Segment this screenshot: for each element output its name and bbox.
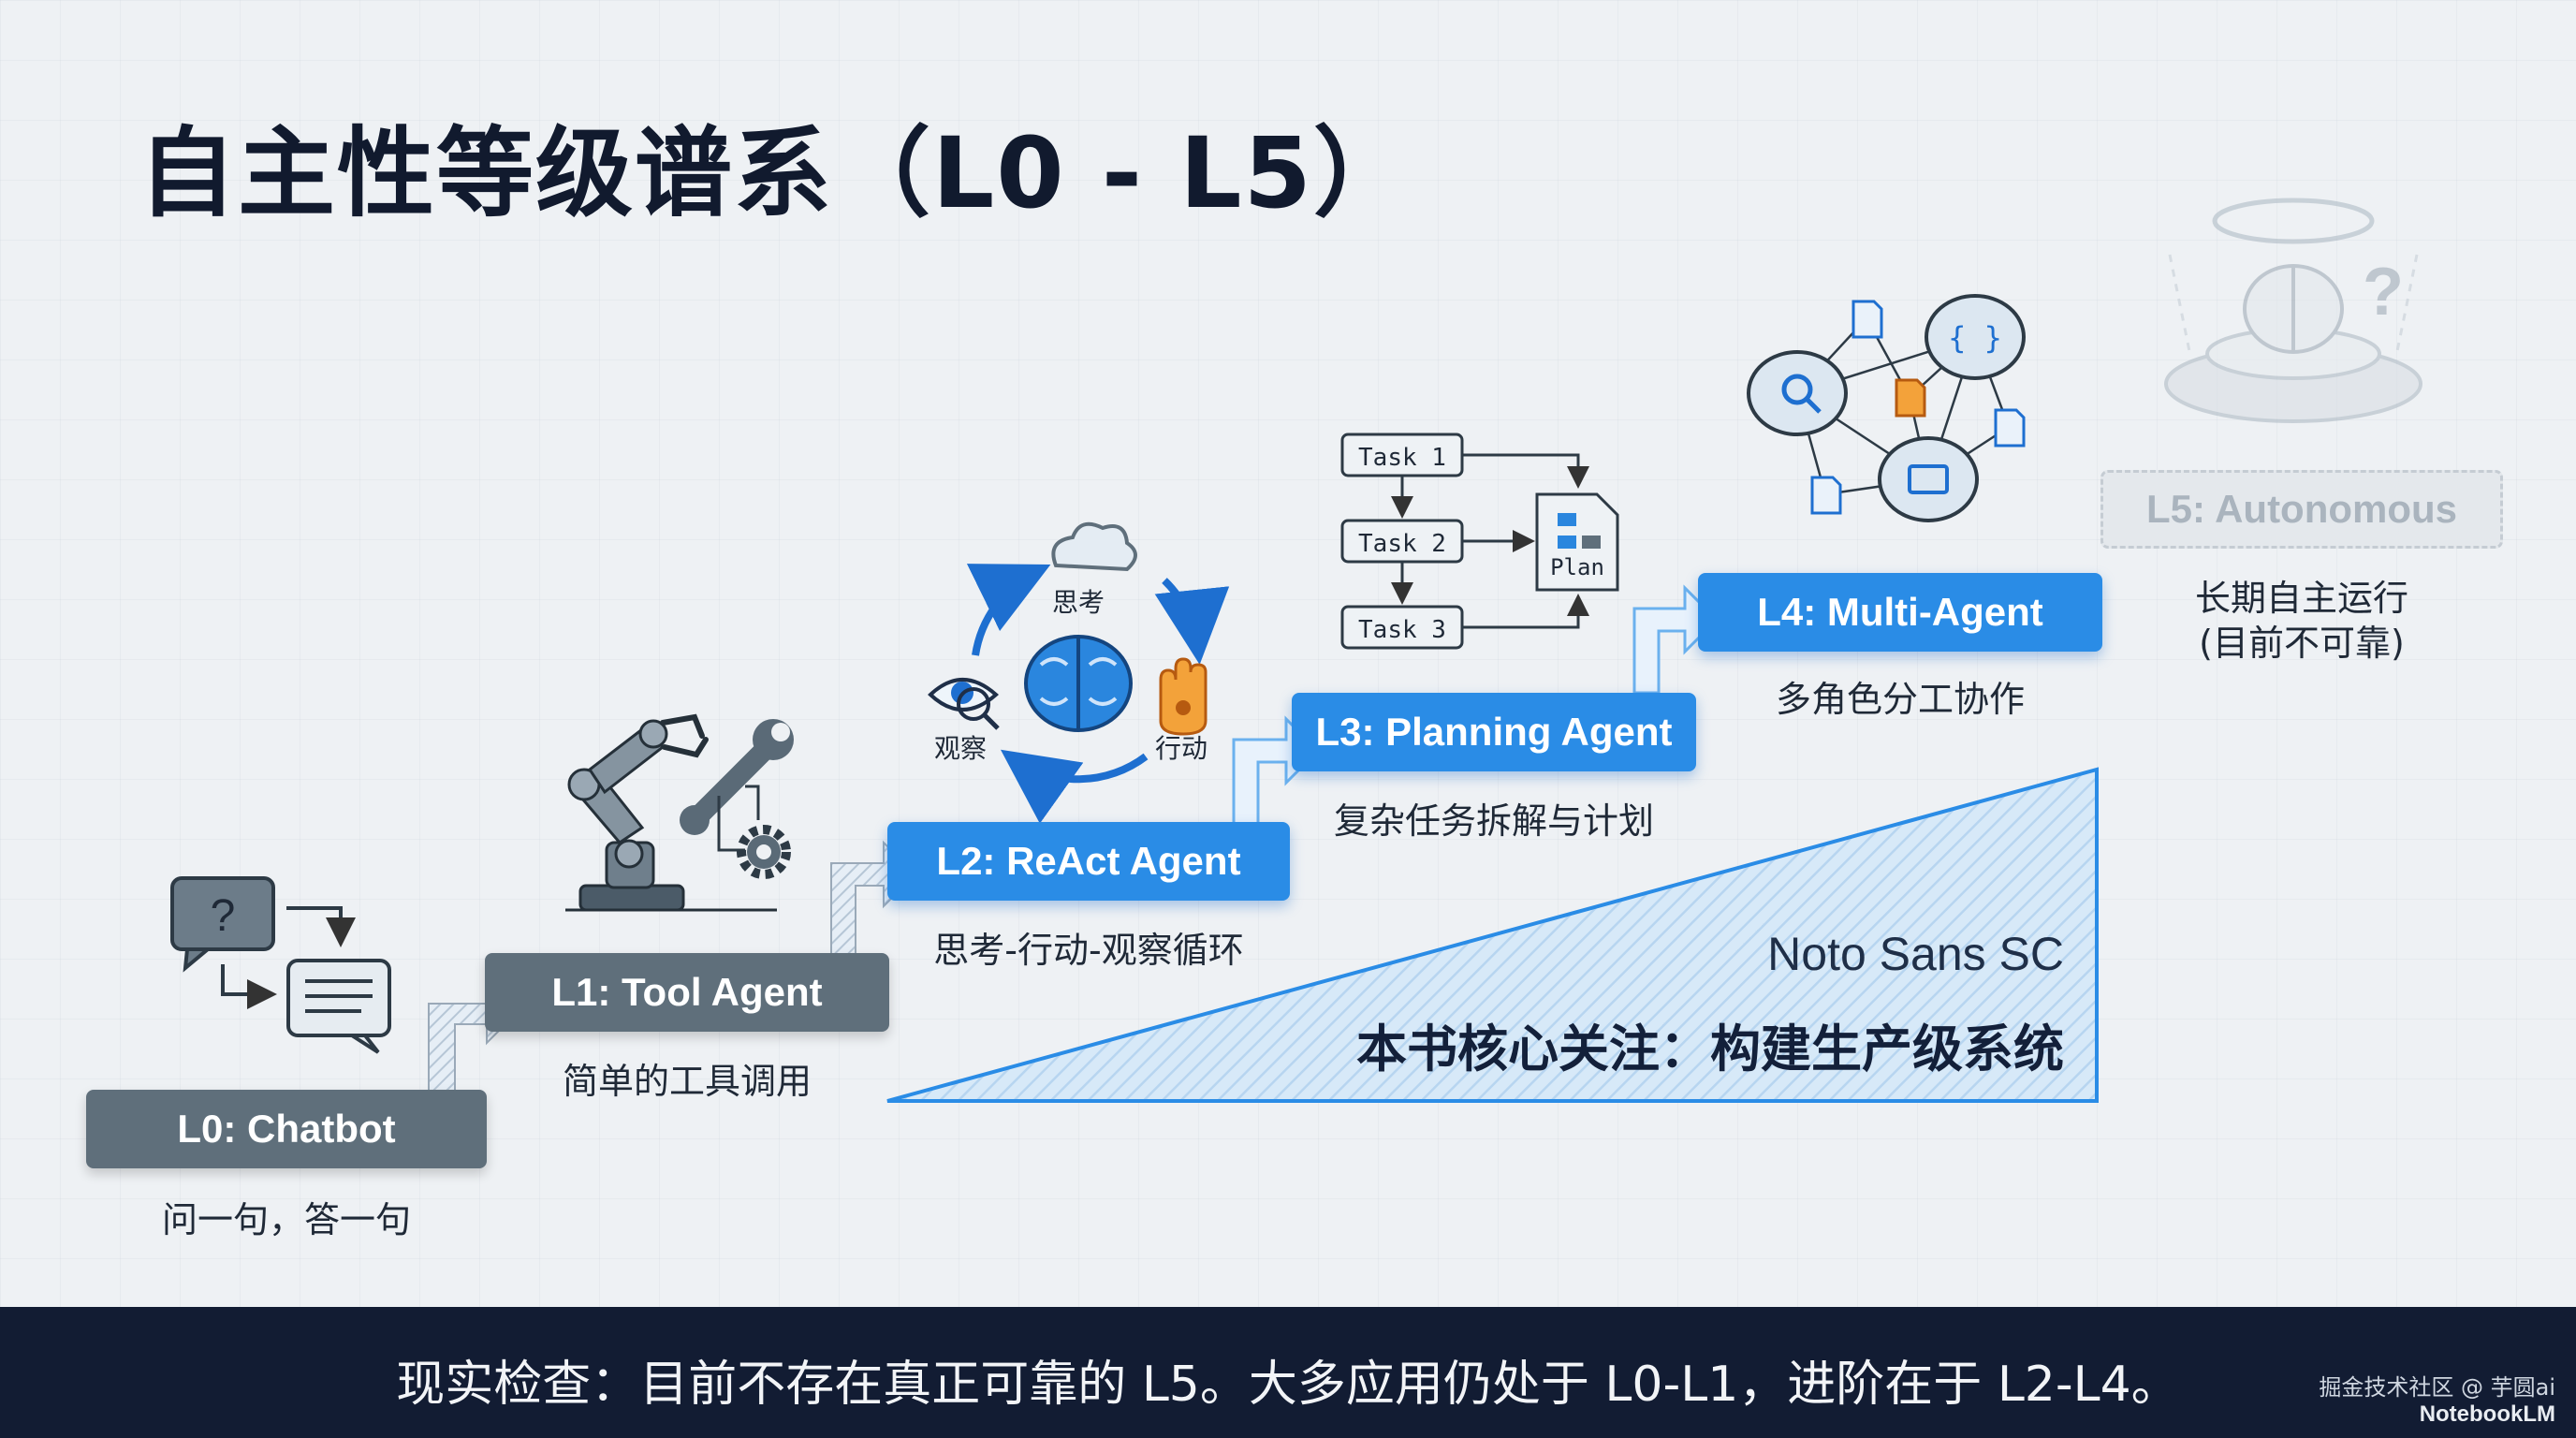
brain-icon [1024, 635, 1133, 732]
task-3-label: Task 3 [1358, 616, 1446, 644]
multi-agent-network: { } [1747, 294, 2026, 522]
watermark-line2: NotebookLM [2419, 1401, 2555, 1427]
level-l2-label: L2: ReAct Agent [887, 822, 1290, 901]
focus-text: 本书核心关注：构建生产级系统 [1356, 1020, 2064, 1078]
page-title: 自主性等级谱系（L0 - L5） [139, 116, 1412, 230]
svg-text:?: ? [211, 891, 236, 941]
level-l1-label: L1: Tool Agent [485, 953, 889, 1032]
chat-icon: ? [170, 876, 391, 1054]
focus-font-note: Noto Sans SC [1767, 928, 2064, 980]
bottom-bar [0, 1307, 2576, 1438]
react-act-label: 行动 [1155, 733, 1208, 764]
level-l5-caption-line1: 长期自主运行 [2194, 578, 2408, 619]
reality-check-text: 现实检查：目前不存在真正可靠的 L5。大多应用仍处于 L0-L1，进阶在于 L2… [396, 1357, 2180, 1413]
level-l4-caption: 多角色分工协作 [1775, 679, 2025, 720]
task-2-label: Task 2 [1358, 530, 1446, 558]
watermark-line1: 掘金技术社区 @ 芋圆ai [2319, 1374, 2555, 1401]
level-l3-label: L3: Planning Agent [1292, 693, 1696, 771]
react-observe-label: 观察 [934, 733, 988, 764]
react-cycle [966, 564, 1230, 824]
level-l5-caption-line2: (目前不可靠) [2199, 623, 2405, 664]
autonomous-brain-icon: ? [2164, 198, 2422, 423]
watermark: 掘金技术社区 @ 芋圆ai NotebookLM [2319, 1374, 2555, 1428]
robot-arm-icon [565, 713, 777, 912]
react-think-label: 思考 [1052, 587, 1105, 618]
level-l2-caption: 思考-行动-观察循环 [933, 930, 1244, 971]
plan-doc-label: Plan [1550, 554, 1604, 580]
focus-triangle [886, 767, 2099, 1103]
wrench-icon [680, 719, 794, 835]
level-l5-label: L5: Autonomous [2100, 470, 2503, 549]
level-l0-label: L0: Chatbot [86, 1090, 487, 1168]
eye-icon [928, 678, 1000, 730]
thought-cloud-icon [1051, 521, 1137, 572]
svg-text:{ }: { } [1948, 320, 2002, 356]
level-l0-caption: 问一句，答一句 [161, 1199, 411, 1240]
task-1-label: Task 1 [1358, 444, 1446, 472]
task-plan-diagram [1340, 433, 1619, 650]
svg-text:?: ? [2363, 255, 2404, 330]
level-l4-label: L4: Multi-Agent [1698, 573, 2102, 652]
level-l1-caption: 简单的工具调用 [562, 1061, 812, 1102]
gear-icon [717, 785, 791, 879]
level-l3-caption: 复杂任务拆解与计划 [1333, 800, 1654, 842]
hand-icon [1159, 657, 1208, 736]
